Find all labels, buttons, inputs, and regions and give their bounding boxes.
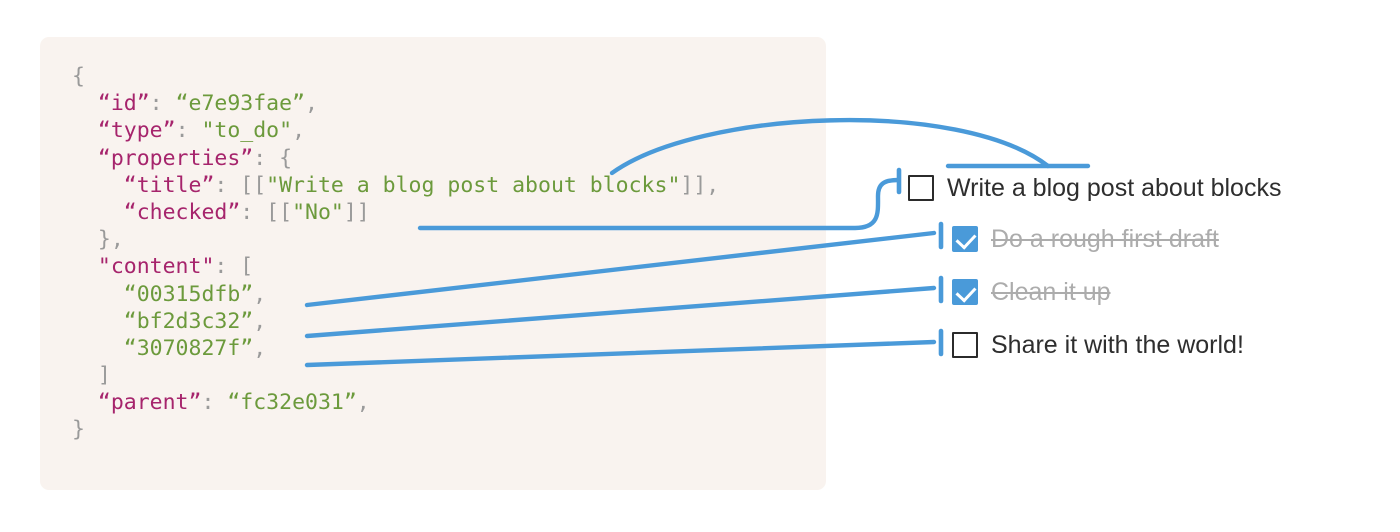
code-token-pun: [	[240, 254, 254, 280]
code-line: “properties”: {	[72, 145, 719, 172]
code-indent	[72, 390, 98, 415]
code-token-pun: ,	[292, 118, 306, 144]
code-line: }	[72, 416, 719, 443]
code-token-key: “type”	[97, 118, 176, 144]
code-indent	[72, 173, 124, 198]
code-line: “id”: “e7e93fae”,	[72, 90, 719, 117]
code-indent	[72, 91, 98, 116]
code-token-pun: {	[279, 145, 293, 171]
code-indent	[72, 227, 98, 252]
code-token-key: “checked”	[123, 199, 241, 225]
todo-label: Share it with the world!	[991, 330, 1244, 359]
code-token-str: “3070827f”	[123, 335, 254, 361]
code-token-str: "to_do"	[201, 118, 293, 144]
code-token-pun: ]]	[343, 199, 370, 225]
todo-label: Do a rough first draft	[991, 224, 1219, 253]
code-token-key: "content"	[97, 254, 215, 280]
code-line: {	[72, 63, 719, 90]
code-line: “title”: [["Write a blog post about bloc…	[72, 172, 719, 199]
code-token-pun: ,	[253, 308, 267, 334]
code-line: },	[72, 226, 719, 253]
code-token-pun: ]],	[680, 172, 720, 198]
code-line: “3070827f”,	[72, 335, 719, 362]
code-token-pun: [[	[240, 172, 267, 198]
code-token-colon: :	[175, 118, 202, 144]
code-token-pun: },	[97, 227, 124, 253]
code-token-colon: :	[214, 172, 241, 198]
code-token-colon: :	[214, 254, 241, 280]
code-token-key: “parent”	[97, 390, 202, 416]
code-token-key: “id”	[97, 91, 150, 117]
todo-item-0[interactable]: Write a blog post about blocks	[908, 171, 1281, 205]
checkbox-checked-icon[interactable]	[952, 226, 978, 252]
code-line: “type”: "to_do",	[72, 117, 719, 144]
code-line: "content": [	[72, 253, 719, 280]
code-indent	[72, 254, 98, 279]
code-indent	[72, 309, 124, 334]
code-token-str: “e7e93fae”	[175, 91, 306, 117]
code-token-pun: ,	[305, 91, 318, 117]
code-indent	[72, 118, 98, 143]
code-token-colon: :	[240, 199, 267, 225]
code-line: “bf2d3c32”,	[72, 308, 719, 335]
code-token-colon: :	[201, 390, 228, 416]
todo-label: Write a blog post about blocks	[947, 173, 1282, 202]
code-token-str: "Write a blog post about blocks"	[266, 172, 681, 198]
code-token-pun: ,	[356, 390, 370, 416]
checkbox-unchecked-icon[interactable]	[952, 332, 978, 358]
json-code-block: { “id”: “e7e93fae”, “type”: "to_do", “pr…	[72, 63, 719, 444]
code-token-colon: :	[253, 145, 280, 171]
code-token-pun: ,	[253, 335, 267, 361]
code-token-key: “title”	[123, 172, 215, 198]
code-line: “checked”: [["No"]]	[72, 199, 719, 226]
code-token-pun: {	[72, 64, 85, 89]
code-line: ]	[72, 362, 719, 389]
code-token-pun: }	[72, 417, 85, 443]
code-token-pun: [[	[266, 199, 293, 225]
checkbox-unchecked-icon[interactable]	[908, 175, 934, 201]
todo-item-1[interactable]: Do a rough first draft	[952, 222, 1219, 256]
code-line: “parent”: “fc32e031”,	[72, 389, 719, 416]
code-indent	[72, 146, 98, 171]
code-token-pun: ,	[253, 281, 267, 307]
code-indent	[72, 282, 124, 307]
checkbox-checked-icon[interactable]	[952, 279, 978, 305]
code-token-pun: ]	[97, 363, 111, 389]
code-token-colon: :	[149, 91, 176, 117]
code-indent	[72, 200, 124, 225]
todo-item-3[interactable]: Share it with the world!	[952, 328, 1244, 362]
todo-label: Clean it up	[991, 277, 1111, 306]
code-token-key: “properties”	[97, 145, 254, 171]
code-token-str: “bf2d3c32”	[123, 308, 254, 334]
code-token-str: “00315dfb”	[123, 281, 254, 307]
code-token-str: "No"	[292, 199, 344, 225]
code-indent	[72, 336, 124, 361]
json-code-panel: { “id”: “e7e93fae”, “type”: "to_do", “pr…	[40, 37, 826, 490]
code-line: “00315dfb”,	[72, 281, 719, 308]
code-token-str: “fc32e031”	[227, 390, 357, 416]
code-indent	[72, 363, 98, 388]
todo-item-2[interactable]: Clean it up	[952, 275, 1111, 309]
